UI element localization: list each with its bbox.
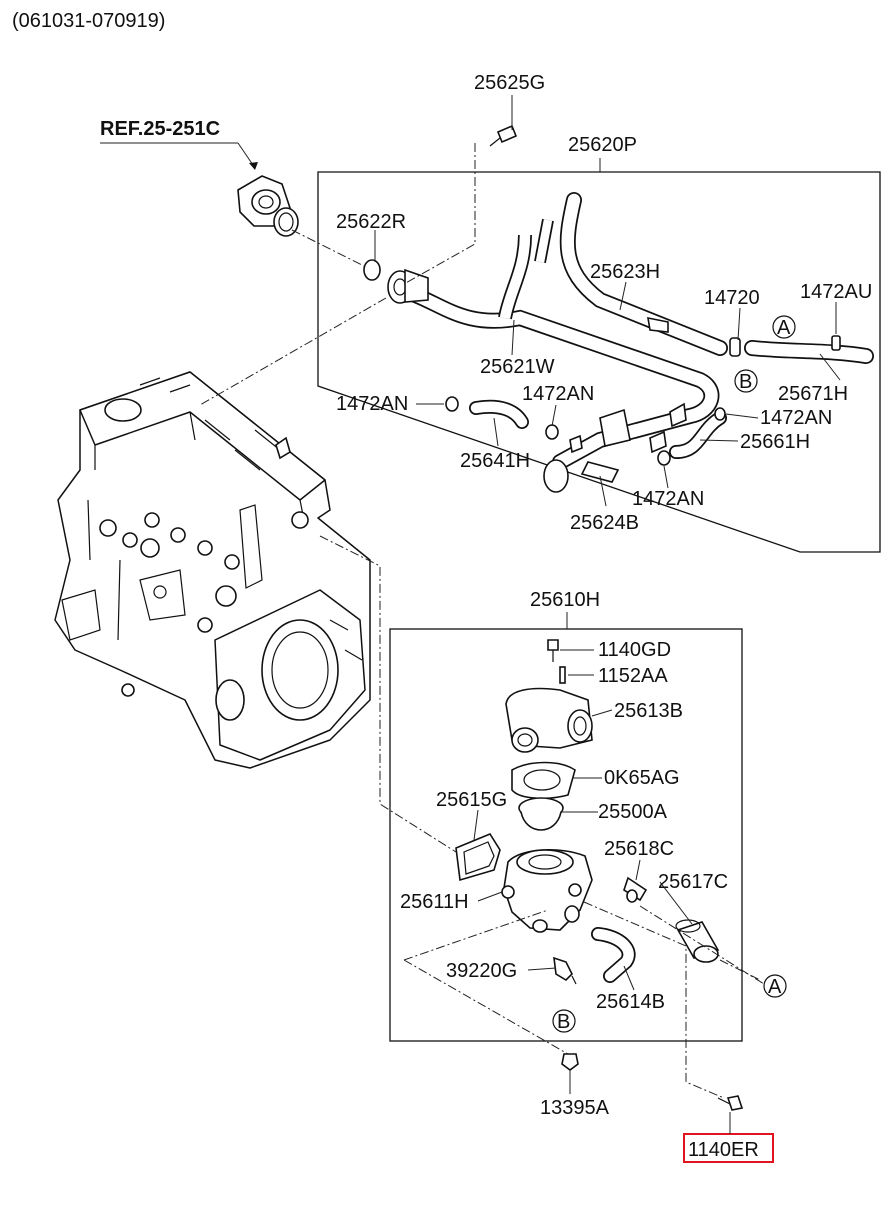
lower-parts-illustration <box>455 639 744 1111</box>
part-1140ER-label[interactable]: 1140ER <box>688 1139 759 1161</box>
part-25615G-label[interactable]: 25615G <box>436 789 507 811</box>
part-25624B-label[interactable]: 25624B <box>570 512 639 534</box>
part-25500A-label[interactable]: 25500A <box>598 801 668 823</box>
part-13395A-label[interactable]: 13395A <box>540 1097 610 1119</box>
svg-text:A: A <box>768 976 782 998</box>
reference-label[interactable]: REF.25-251C <box>100 118 220 140</box>
part-1472AN-label-middle[interactable]: 1472AN <box>522 383 594 405</box>
lower-assembly-box <box>389 628 743 1042</box>
part-25625G-label[interactable]: 25625G <box>474 72 545 94</box>
reference-part-illustration <box>237 175 299 237</box>
part-1472AN-label-bottom[interactable]: 1472AN <box>632 488 704 510</box>
marker-b-lower[interactable]: B <box>552 1009 576 1033</box>
part-14720-label[interactable]: 14720 <box>704 287 760 309</box>
part-25617C-label[interactable]: 25617C <box>658 871 728 893</box>
marker-a-upper[interactable]: A <box>772 315 796 339</box>
upper-assembly-box <box>317 171 881 553</box>
svg-text:A: A <box>777 317 791 339</box>
part-1472AN-label-left[interactable]: 1472AN <box>336 393 408 415</box>
part-25611H-label[interactable]: 25611H <box>400 891 469 913</box>
lower-assembly-label[interactable]: 25610H <box>530 589 600 611</box>
part-25613B-label[interactable]: 25613B <box>614 700 683 722</box>
upper-pipe-illustration <box>363 124 874 493</box>
part-1140GD-label[interactable]: 1140GD <box>598 639 671 661</box>
highlight-box <box>683 1133 774 1163</box>
marker-a-lower[interactable]: A <box>763 974 787 998</box>
part-1472AU-label[interactable]: 1472AU <box>800 281 872 303</box>
part-25661H-label[interactable]: 25661H <box>740 431 810 453</box>
svg-text:B: B <box>557 1011 570 1033</box>
upper-assembly-label[interactable]: 25620P <box>568 134 637 156</box>
part-1152AA-label[interactable]: 1152AA <box>598 665 668 687</box>
marker-b-upper[interactable]: B <box>734 369 758 393</box>
engine-block-illustration <box>54 371 371 769</box>
part-25623H-label[interactable]: 25623H <box>590 261 660 283</box>
part-25622R-label[interactable]: 25622R <box>336 211 406 233</box>
svg-text:B: B <box>739 371 752 393</box>
part-25614B-label[interactable]: 25614B <box>596 991 665 1013</box>
date-range-label: (061031-070919) <box>12 10 165 32</box>
part-1472AN-label-right[interactable]: 1472AN <box>760 407 832 429</box>
part-0K65AG-label[interactable]: 0K65AG <box>604 767 680 789</box>
part-39220G-label[interactable]: 39220G <box>446 960 517 982</box>
part-25641H-label[interactable]: 25641H <box>460 450 530 472</box>
part-25621W-label[interactable]: 25621W <box>480 356 555 378</box>
part-25618C-label[interactable]: 25618C <box>604 838 674 860</box>
part-25671H-label[interactable]: 25671H <box>778 383 848 405</box>
